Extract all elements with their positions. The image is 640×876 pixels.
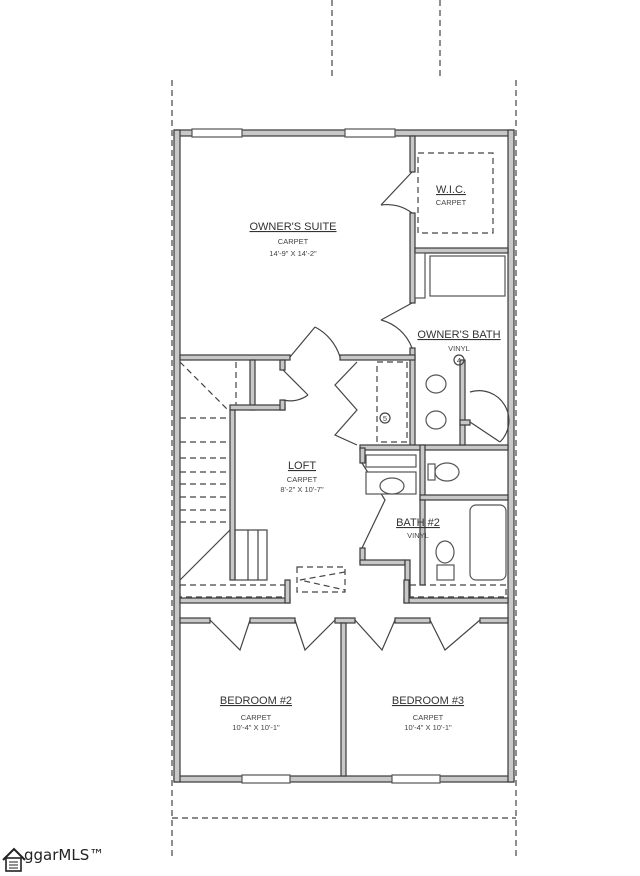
svg-text:10'-4" X 10'-1": 10'-4" X 10'-1" [232,723,280,732]
guide-lines [171,0,517,860]
svg-text:14'-9" X 14'-2": 14'-9" X 14'-2" [269,249,317,258]
svg-text:CARPET: CARPET [436,198,467,207]
svg-text:VINYL: VINYL [407,531,429,540]
svg-text:CARPET: CARPET [413,713,444,722]
svg-text:CARPET: CARPET [287,475,318,484]
svg-text:CARPET: CARPET [241,713,272,722]
sink [425,410,447,430]
bathtub [469,504,507,581]
owners-suite-label: OWNER'S SUITE [249,221,336,233]
bedroom3-label: BEDROOM #3 [392,695,464,707]
staircase [179,361,268,581]
toilet [435,540,455,564]
shower [429,255,506,297]
room-labels: OWNER'S SUITE CARPET 14'-9" X 14'-2" W.I… [220,184,501,732]
svg-text:10'-4" X 10'-1": 10'-4" X 10'-1" [404,723,452,732]
svg-text:8'-2" X 10'-7": 8'-2" X 10'-7" [280,485,324,494]
bedroom2-label: BEDROOM #2 [220,695,292,707]
owners-bath-label: OWNER'S BATH [417,329,500,341]
fixtures [179,152,507,598]
toilet [434,462,460,482]
svg-text:VINYL: VINYL [448,344,470,353]
sink [379,477,405,495]
svg-text:4: 4 [457,356,461,365]
svg-text:5: 5 [383,414,387,423]
watermark: ggarMLS™ [24,846,105,864]
attic-access [296,566,346,593]
loft-label: LOFT [288,460,316,472]
svg-text:CARPET: CARPET [278,237,309,246]
house-logo-icon [2,847,26,872]
wic-label: W.I.C. [436,184,466,196]
bath2-label: BATH #2 [396,517,440,529]
exterior-walls [173,128,515,784]
interior-walls [179,135,509,777]
sink [425,374,447,394]
